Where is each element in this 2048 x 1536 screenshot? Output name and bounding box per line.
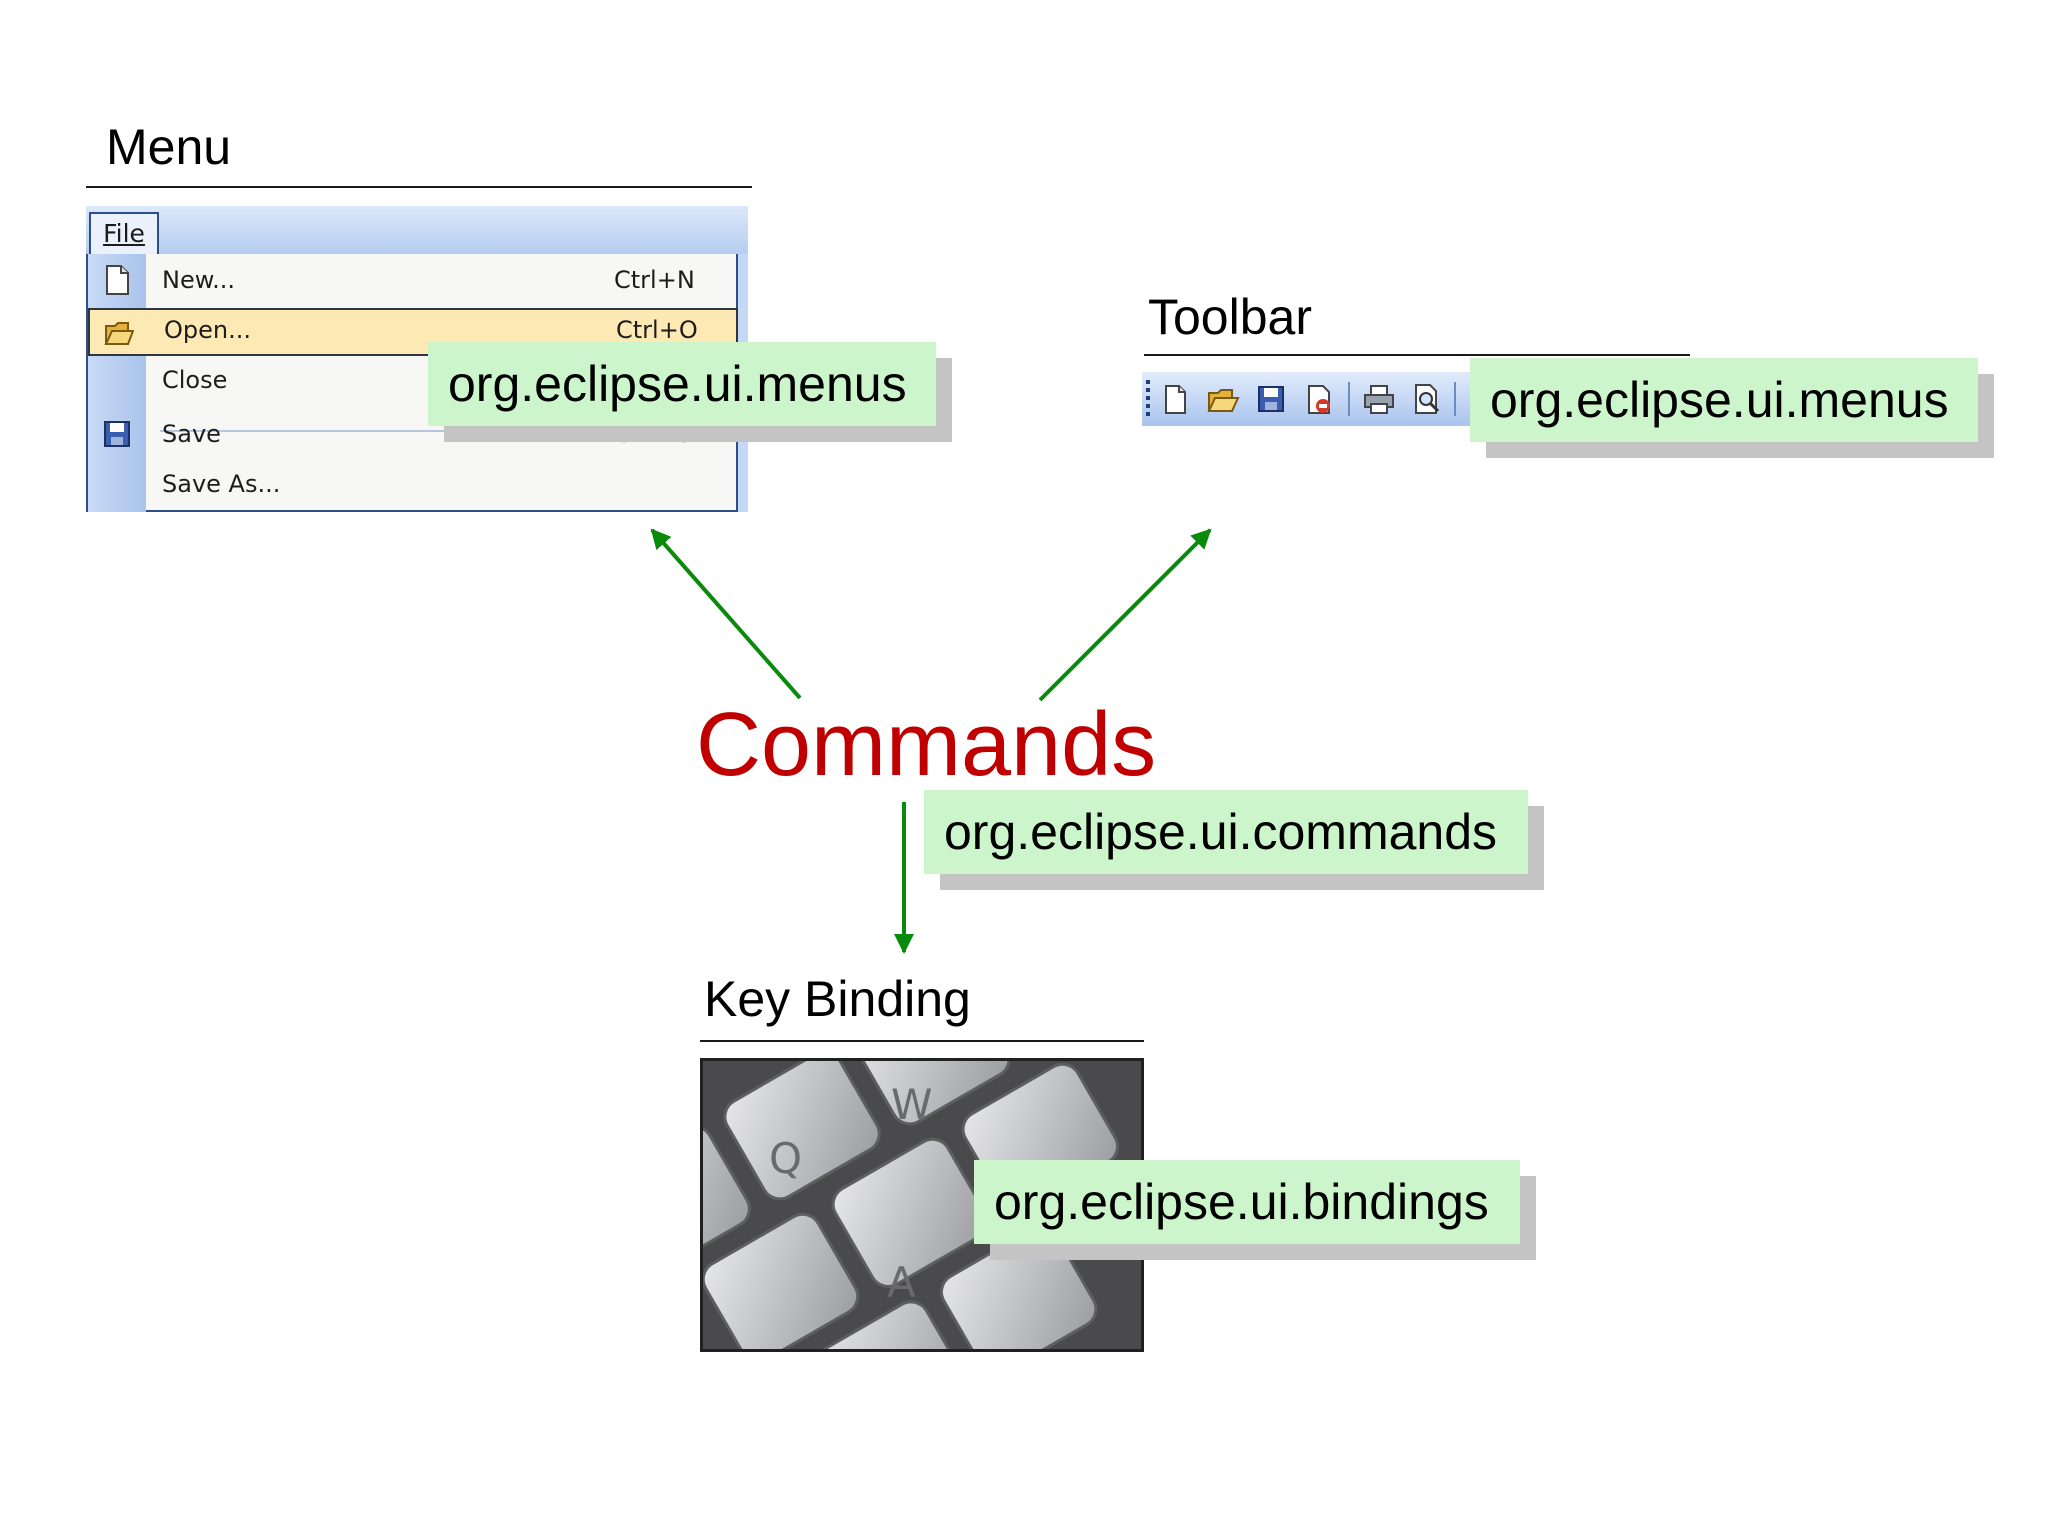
toolbar-menus-extension-label: org.eclipse.ui.menus: [1470, 358, 1978, 442]
toolbar-grip: [1146, 380, 1150, 418]
menu-separator: [160, 430, 720, 432]
toolbar-separator: [1348, 382, 1350, 416]
toolbar-section-title: Toolbar: [1148, 289, 1312, 345]
menu-item-open-shortcut: Ctrl+O: [616, 316, 698, 344]
menu-item-open[interactable]: Open... Ctrl+O: [88, 308, 738, 356]
open-folder-icon[interactable]: [1206, 382, 1240, 416]
keyboard-keys-illustration: Q W A: [703, 1061, 1141, 1349]
menu-item-close-label: Close: [162, 366, 228, 394]
menu-item-save-label: Save: [162, 420, 221, 448]
commands-extension-label: org.eclipse.ui.commands: [924, 790, 1528, 874]
arrow-to-toolbar: [1038, 528, 1212, 702]
key-w-letter: W: [891, 1080, 933, 1129]
bindings-extension-label: org.eclipse.ui.bindings: [974, 1160, 1520, 1244]
menu-item-new[interactable]: New... Ctrl+N: [88, 258, 738, 306]
menu-bar: File: [86, 206, 748, 254]
file-menu-tab[interactable]: File: [89, 212, 159, 254]
menu-item-new-shortcut: Ctrl+N: [614, 266, 695, 294]
new-document-icon[interactable]: [1158, 382, 1192, 416]
toolbar-menus-extension-text: org.eclipse.ui.menus: [1490, 372, 1949, 428]
menu-section-rule: [86, 186, 752, 188]
save-disk-icon[interactable]: [1254, 382, 1288, 416]
menus-extension-text: org.eclipse.ui.menus: [448, 356, 907, 412]
menus-extension-label: org.eclipse.ui.menus: [428, 342, 936, 426]
permission-icon[interactable]: [1302, 382, 1336, 416]
save-disk-icon: [104, 421, 130, 447]
arrow-to-menu: [650, 528, 802, 700]
toolbar-screenshot: [1142, 372, 1472, 426]
menu-item-close[interactable]: Close: [88, 358, 738, 406]
key-q-letter: Q: [769, 1134, 802, 1183]
menu-section-title: Menu: [106, 119, 232, 175]
menu-item-save-as[interactable]: Save As...: [88, 462, 738, 510]
key-a-letter: A: [887, 1258, 916, 1307]
commands-title: Commands: [696, 695, 1157, 795]
key-binding-section-title: Key Binding: [704, 971, 971, 1027]
commands-extension-text: org.eclipse.ui.commands: [944, 804, 1498, 860]
file-menu-label: File: [103, 219, 145, 248]
toolbar-section-rule: [1144, 354, 1690, 356]
menu-item-open-label: Open...: [164, 316, 251, 344]
menu-item-save-as-label: Save As...: [162, 470, 281, 498]
new-document-icon: [106, 265, 129, 295]
print-preview-icon[interactable]: [1410, 382, 1444, 416]
bindings-extension-text: org.eclipse.ui.bindings: [994, 1174, 1489, 1230]
menu-icon-gutter: [88, 254, 146, 512]
menu-item-new-label: New...: [162, 266, 236, 294]
open-folder-icon: [104, 322, 134, 345]
toolbar-separator: [1454, 382, 1456, 416]
print-icon[interactable]: [1362, 382, 1396, 416]
key-binding-section-rule: [700, 1040, 1144, 1042]
